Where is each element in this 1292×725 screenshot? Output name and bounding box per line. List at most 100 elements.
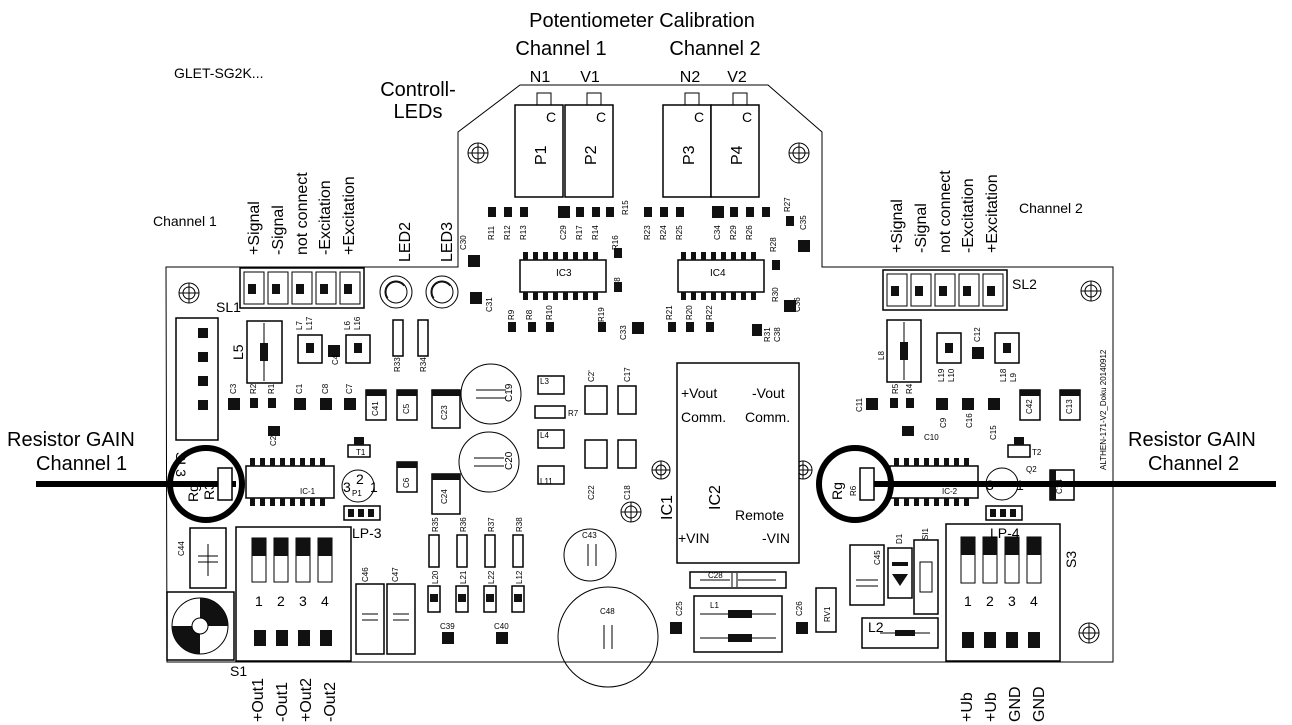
header-channel1: Channel 1 xyxy=(515,38,606,60)
small-part-labels-right: C11 R5 R4 C9 C16 C15 C10 xyxy=(855,383,998,442)
svg-text:R5: R5 xyxy=(891,383,900,394)
output-label: -Out2 xyxy=(322,682,339,722)
ground-terminal-icon xyxy=(166,591,235,661)
svg-text:R1: R1 xyxy=(267,383,276,394)
svg-text:C11: C11 xyxy=(855,397,864,412)
svg-text:2: 2 xyxy=(356,471,364,487)
svg-text:C16: C16 xyxy=(965,413,974,428)
svg-text:C42: C42 xyxy=(1025,399,1034,414)
mounting-hole-icon xyxy=(620,501,642,523)
svg-text:L4: L4 xyxy=(540,431,549,440)
svg-text:R7: R7 xyxy=(568,409,579,418)
svg-text:C48: C48 xyxy=(600,607,615,616)
svg-text:R9: R9 xyxy=(507,309,516,320)
svg-text:1: 1 xyxy=(255,593,263,609)
pin-label: not connect xyxy=(937,170,954,253)
pin-label: +Signal xyxy=(889,199,906,253)
svg-text:R37: R37 xyxy=(487,517,496,532)
output-label: -Out1 xyxy=(274,682,291,722)
pot-label: P2 xyxy=(583,145,600,165)
svg-text:C46: C46 xyxy=(361,567,370,582)
lp3-label: LP-3 xyxy=(352,525,382,541)
svg-text:L16: L16 xyxy=(353,316,362,330)
svg-text:L19: L19 xyxy=(937,368,946,382)
sl2-label: SL2 xyxy=(1012,276,1037,292)
svg-text:R27: R27 xyxy=(783,197,792,212)
svg-text:R35: R35 xyxy=(431,517,440,532)
svg-text:R2: R2 xyxy=(249,383,258,394)
pin-label: -Signal xyxy=(913,203,930,253)
led3-label: LED3 xyxy=(439,222,456,262)
svg-text:R19: R19 xyxy=(597,307,606,322)
pin-label: +Signal xyxy=(246,201,263,255)
svg-text:Rg: Rg xyxy=(829,482,845,500)
svg-text:C30: C30 xyxy=(459,235,468,250)
model-label: GLET-SG2K... xyxy=(174,65,263,81)
svg-text:T1: T1 xyxy=(356,448,366,457)
output-labels: +Out1 -Out1 +Out2 -Out2 xyxy=(250,678,339,722)
small-part-labels-left: C3 R2 R1 C1 C8 C7 C2 xyxy=(229,383,354,446)
svg-text:2: 2 xyxy=(277,593,285,609)
label-v2: V2 xyxy=(727,69,747,86)
svg-text:R20: R20 xyxy=(685,305,694,320)
svg-text:C35: C35 xyxy=(799,215,808,230)
svg-text:C18: C18 xyxy=(623,485,632,500)
svg-text:L12: L12 xyxy=(515,570,524,584)
svg-text:3: 3 xyxy=(343,479,351,495)
svg-text:R10: R10 xyxy=(545,305,554,320)
svg-text:C44: C44 xyxy=(177,541,186,556)
svg-text:C: C xyxy=(694,109,704,125)
svg-text:R16: R16 xyxy=(611,235,620,250)
svg-text:C4: C4 xyxy=(331,354,340,365)
sl1-connector: SL1 xyxy=(216,267,365,315)
power-label: GND xyxy=(1007,686,1024,722)
s1-label: S1 xyxy=(230,663,247,679)
svg-text:C33: C33 xyxy=(619,325,628,340)
gain-resistor-right: Rg R6 xyxy=(816,445,1276,523)
svg-text:C25: C25 xyxy=(675,601,684,616)
svg-text:C9: C9 xyxy=(939,417,948,428)
resistor-row: R35 R36 R37 R38 L20 L21 L22 L12 C39 C40 xyxy=(427,517,525,644)
power-label: GND xyxy=(1031,686,1048,722)
svg-text:R24: R24 xyxy=(659,225,668,240)
ic4-chip: IC4 xyxy=(677,252,765,300)
svg-text:Q2: Q2 xyxy=(1026,465,1037,474)
ic2-dcdc-module: +Vout -Vout Comm. Comm. IC2 IC1 Remote +… xyxy=(659,362,800,564)
led2-icon xyxy=(379,275,413,309)
controll-leds-line1: Controll- xyxy=(380,79,456,101)
svg-text:C10: C10 xyxy=(924,433,939,442)
svg-text:R6: R6 xyxy=(849,485,858,496)
pin-label: not connect xyxy=(294,172,311,255)
svg-text:C24: C24 xyxy=(440,489,449,504)
led3-icon xyxy=(425,275,459,309)
svg-text:R21: R21 xyxy=(665,305,674,320)
svg-text:4: 4 xyxy=(321,593,329,609)
svg-text:P1: P1 xyxy=(352,489,362,498)
svg-text:R15: R15 xyxy=(621,200,630,215)
svg-text:R22: R22 xyxy=(705,305,714,320)
svg-text:L1: L1 xyxy=(710,601,719,610)
svg-text:C29: C29 xyxy=(559,225,568,240)
smd-pads-top xyxy=(488,206,794,226)
svg-text:R4: R4 xyxy=(905,383,914,394)
svg-text:-VIN: -VIN xyxy=(762,530,790,546)
svg-text:L8: L8 xyxy=(877,351,886,360)
svg-text:C7: C7 xyxy=(345,383,354,394)
svg-text:C39: C39 xyxy=(440,622,455,631)
svg-text:C34: C34 xyxy=(713,225,722,240)
svg-text:L9: L9 xyxy=(1009,373,1018,382)
l5-inductor: L5 xyxy=(230,320,283,384)
pin-label: -Signal xyxy=(270,205,287,255)
electrolytic-capacitor-icon: C43 xyxy=(563,528,617,582)
svg-text:SI1: SI1 xyxy=(921,527,930,540)
svg-text:L11: L11 xyxy=(540,477,553,486)
svg-text:C2: C2 xyxy=(269,435,278,446)
svg-text:C31: C31 xyxy=(485,297,494,312)
svg-text:C2': C2' xyxy=(587,370,596,382)
potentiometer-body xyxy=(710,104,760,198)
pin-labels-right: +Signal -Signal not connect -Excitation … xyxy=(889,170,1001,253)
svg-text:C19: C19 xyxy=(504,383,515,402)
svg-text:C40: C40 xyxy=(494,622,509,631)
header-channel2: Channel 2 xyxy=(669,38,760,60)
svg-text:R29: R29 xyxy=(729,225,738,240)
